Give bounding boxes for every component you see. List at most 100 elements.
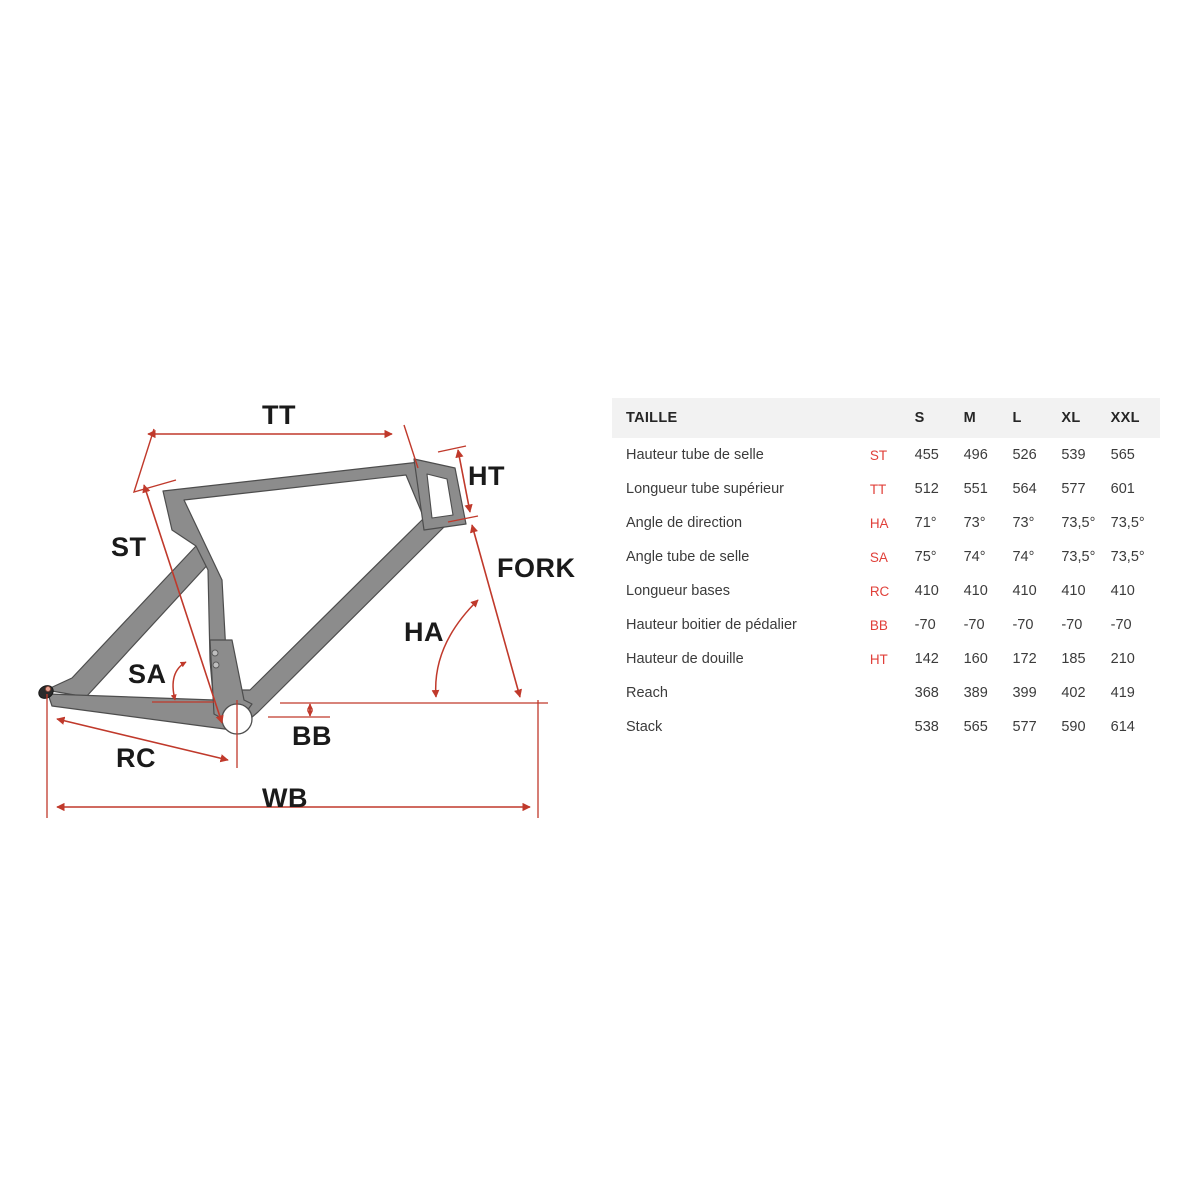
ht-dimension-arrow bbox=[455, 449, 473, 513]
row-value: -70 bbox=[1012, 608, 1062, 642]
tt-right-extension bbox=[403, 424, 419, 469]
row-value: 512 bbox=[914, 472, 964, 506]
row-value: 368 bbox=[914, 676, 964, 710]
row-label: Hauteur boitier de pédalier bbox=[612, 608, 870, 642]
row-value: 565 bbox=[963, 710, 1013, 744]
row-value: 455 bbox=[914, 438, 964, 472]
header-size-xl: XL bbox=[1061, 398, 1111, 438]
row-code: ST bbox=[869, 438, 915, 472]
row-value: -70 bbox=[1110, 608, 1160, 642]
row-value: 73,5° bbox=[1061, 506, 1111, 540]
header-size-l: L bbox=[1012, 398, 1062, 438]
row-code: SA bbox=[869, 540, 915, 574]
row-code: BB bbox=[869, 608, 915, 642]
fork-dimension-arrow bbox=[470, 524, 522, 698]
row-label: Reach bbox=[612, 676, 870, 710]
row-value: -70 bbox=[1061, 608, 1111, 642]
row-value: 73,5° bbox=[1061, 540, 1111, 574]
row-value: 410 bbox=[1061, 574, 1111, 608]
label-st: ST bbox=[111, 532, 147, 562]
header-taille: TAILLE bbox=[612, 398, 870, 438]
head-tube-void bbox=[426, 473, 454, 519]
header-size-s: S bbox=[914, 398, 964, 438]
row-value: -70 bbox=[963, 608, 1013, 642]
row-code bbox=[869, 676, 915, 710]
tt-left-extension bbox=[132, 428, 177, 494]
rear-axle-hole bbox=[45, 686, 52, 693]
row-label: Longueur tube supérieur bbox=[612, 472, 870, 506]
row-value: 389 bbox=[963, 676, 1013, 710]
row-value: 410 bbox=[914, 574, 964, 608]
label-ha: HA bbox=[404, 617, 444, 647]
row-value: 74° bbox=[1012, 540, 1062, 574]
label-ht: HT bbox=[468, 461, 505, 491]
label-bb: BB bbox=[292, 721, 332, 751]
ht-top-tick bbox=[437, 445, 467, 453]
row-value: -70 bbox=[914, 608, 964, 642]
row-value: 601 bbox=[1110, 472, 1160, 506]
row-value: 210 bbox=[1110, 642, 1160, 676]
row-label: Angle de direction bbox=[612, 506, 870, 540]
row-value: 73,5° bbox=[1110, 540, 1160, 574]
row-label: Angle tube de selle bbox=[612, 540, 870, 574]
row-label: Longueur bases bbox=[612, 574, 870, 608]
label-tt: TT bbox=[262, 400, 296, 430]
label-wb: WB bbox=[262, 783, 308, 813]
bicycle-frame-shape bbox=[38, 458, 467, 735]
row-value: 410 bbox=[1110, 574, 1160, 608]
row-code bbox=[869, 710, 915, 744]
row-value: 402 bbox=[1061, 676, 1111, 710]
header-code bbox=[869, 398, 915, 438]
row-label: Hauteur tube de selle bbox=[612, 438, 870, 472]
row-value: 539 bbox=[1061, 438, 1111, 472]
ht-bottom-tick bbox=[447, 515, 479, 523]
row-code: HA bbox=[869, 506, 915, 540]
row-value: 590 bbox=[1061, 710, 1111, 744]
row-value: 73,5° bbox=[1110, 506, 1160, 540]
header-size-xxl: XXL bbox=[1110, 398, 1160, 438]
row-value: 551 bbox=[963, 472, 1013, 506]
row-value: 565 bbox=[1110, 438, 1160, 472]
row-label: Stack bbox=[612, 710, 870, 744]
row-value: 160 bbox=[963, 642, 1013, 676]
geometry-table-container: TAILLE S M L XL XXL Hauteur tube de sell… bbox=[612, 398, 1160, 744]
row-code: TT bbox=[869, 472, 915, 506]
st-dimension-arrow bbox=[142, 484, 224, 724]
ha-angle-arc bbox=[431, 599, 479, 698]
row-value: 73° bbox=[963, 506, 1013, 540]
row-value: 410 bbox=[963, 574, 1013, 608]
row-value: 142 bbox=[914, 642, 964, 676]
label-rc: RC bbox=[116, 743, 156, 773]
row-value: 526 bbox=[1012, 438, 1062, 472]
label-fork: FORK bbox=[497, 553, 576, 583]
row-value: 399 bbox=[1012, 676, 1062, 710]
row-code: HT bbox=[869, 642, 915, 676]
row-value: 73° bbox=[1012, 506, 1062, 540]
row-value: 172 bbox=[1012, 642, 1062, 676]
header-size-m: M bbox=[963, 398, 1013, 438]
row-value: 496 bbox=[963, 438, 1013, 472]
bottle-boss-lower bbox=[212, 661, 220, 669]
row-value: 74° bbox=[963, 540, 1013, 574]
row-value: 614 bbox=[1110, 710, 1160, 744]
row-label: Hauteur de douille bbox=[612, 642, 870, 676]
bottle-boss-upper bbox=[211, 649, 219, 657]
label-sa: SA bbox=[128, 659, 167, 689]
rc-dimension-arrow bbox=[56, 716, 229, 763]
row-value: 564 bbox=[1012, 472, 1062, 506]
dimension-annotations bbox=[46, 424, 548, 818]
frame-geometry-diagram: TT HT ST FORK HA SA BB RC WB bbox=[38, 400, 576, 818]
table-header-row: TAILLE S M L XL XXL bbox=[612, 398, 1160, 438]
row-value: 577 bbox=[1012, 710, 1062, 744]
sa-angle-arc bbox=[170, 661, 187, 701]
row-value: 185 bbox=[1061, 642, 1111, 676]
row-value: 538 bbox=[914, 710, 964, 744]
